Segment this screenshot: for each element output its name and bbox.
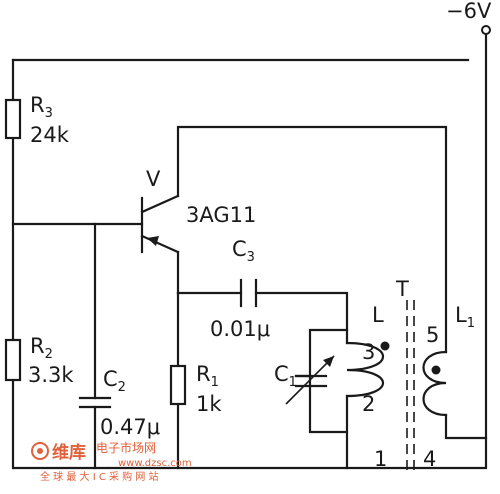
pin-1: 1 — [374, 447, 387, 471]
r2-value: 3.3k — [28, 363, 74, 387]
r1-body — [169, 364, 187, 406]
supply-terminal — [481, 25, 491, 35]
secondary-label: L1 — [455, 303, 475, 331]
transistor-name: V — [146, 167, 161, 191]
c2-ref: C2 — [103, 367, 126, 395]
watermark-brand: 维库 — [52, 442, 86, 463]
r2-body — [4, 338, 22, 382]
c2-plates — [78, 396, 112, 409]
pin-2: 2 — [362, 392, 375, 416]
transformer-primary-coil — [345, 341, 385, 398]
r2-ref: R2 — [30, 334, 53, 362]
transformer-secondary-coil — [422, 350, 448, 417]
c3-plates — [239, 278, 258, 308]
c2-value: 0.47μ — [100, 415, 160, 439]
c3-value: 0.01μ — [210, 317, 270, 341]
watermark-logo-icon — [31, 442, 49, 460]
supply-label: −6V — [446, 0, 492, 23]
watermark-site: 电子市场网 — [96, 440, 156, 455]
transformer-core — [406, 300, 415, 470]
secondary-dot — [431, 365, 441, 375]
r3-value: 24k — [30, 123, 70, 147]
watermark-slogan: 全 球 最 大 I C 采 购 网 站 — [40, 470, 159, 483]
wiring — [11, 28, 488, 470]
r1-ref: R1 — [196, 362, 219, 390]
transistor-model: 3AG11 — [186, 203, 256, 227]
r3-ref: R3 — [30, 93, 53, 121]
primary-label: L — [372, 303, 384, 327]
c1-variable-capacitor — [285, 355, 335, 405]
c1-ref: C1 — [274, 362, 297, 390]
transformer-name: T — [395, 277, 409, 301]
pin-4: 4 — [423, 447, 436, 471]
r1-value: 1k — [196, 392, 222, 416]
transistor-v — [140, 194, 180, 254]
r3-body — [4, 98, 22, 140]
primary-dot — [380, 341, 390, 351]
pin-3: 3 — [362, 340, 375, 364]
watermark-url: www.dzsc.com — [118, 458, 192, 469]
c3-ref: C3 — [232, 237, 255, 265]
watermark: 维库 电子市场网 www.dzsc.com 全 球 最 大 I C 采 购 网 … — [31, 440, 192, 483]
pin-5: 5 — [426, 323, 439, 347]
